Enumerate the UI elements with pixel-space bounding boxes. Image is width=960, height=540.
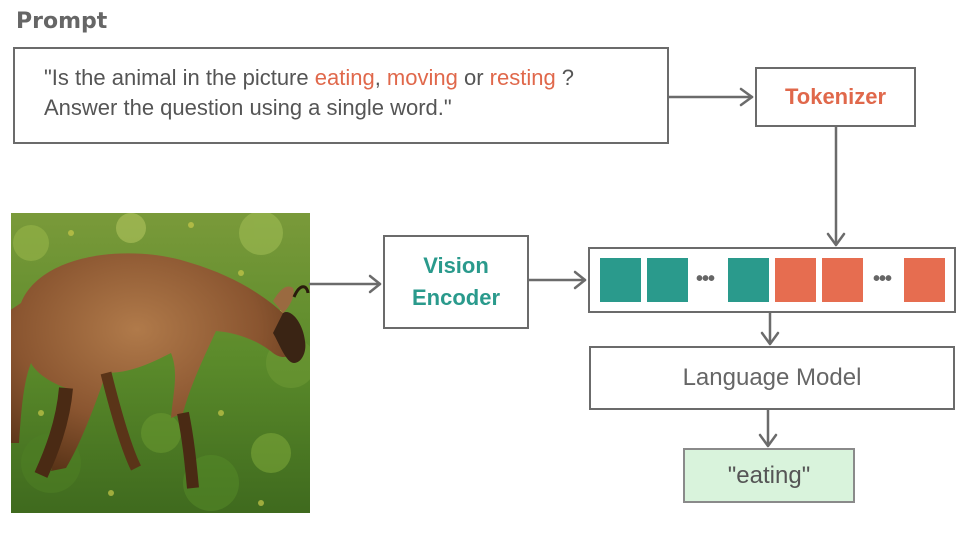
arrowhead (760, 331, 780, 346)
prompt-line-2: Answer the question using a single word.… (44, 95, 452, 120)
image-token (600, 258, 641, 302)
language-model-label: Language Model (682, 364, 862, 391)
text-token (822, 258, 863, 302)
prompt-separator: or (457, 65, 490, 90)
image-token (728, 258, 769, 302)
output-box: "eating" (683, 448, 855, 503)
tokenizer-label: Tokenizer (784, 84, 887, 109)
text-token-ellipsis: ••• (873, 268, 892, 290)
arrowhead (739, 87, 754, 107)
output-label: "eating" (727, 461, 811, 489)
chamois-grazing-image (11, 213, 310, 513)
prompt-text: "Is the animal in the picture (44, 65, 315, 90)
arrowhead (368, 274, 382, 294)
prompt-line-1: "Is the animal in the picture eating, mo… (44, 63, 667, 93)
tokenizer-box: Tokenizer (755, 67, 916, 127)
prompt-box: "Is the animal in the picture eating, mo… (13, 47, 669, 144)
option-eating: eating (314, 65, 375, 90)
language-model-box: Language Model (589, 346, 955, 410)
image-token-ellipsis: ••• (696, 268, 715, 290)
vision-encoder-line-2: Encoder (411, 285, 501, 310)
prompt-heading: Prompt (16, 9, 108, 34)
vision-encoder-box: Vision Encoder (383, 235, 529, 329)
prompt-text: ? (555, 65, 575, 90)
arrowhead (573, 270, 587, 290)
vision-encoder-line-1: Vision (423, 253, 489, 278)
option-moving: moving (386, 65, 458, 90)
image-token (647, 258, 688, 302)
arrowhead (826, 232, 846, 247)
text-token (904, 258, 945, 302)
option-resting: resting (489, 65, 556, 90)
animal-photo (11, 213, 310, 513)
arrowhead (758, 433, 778, 448)
text-token (775, 258, 816, 302)
prompt-separator: , (374, 65, 387, 90)
